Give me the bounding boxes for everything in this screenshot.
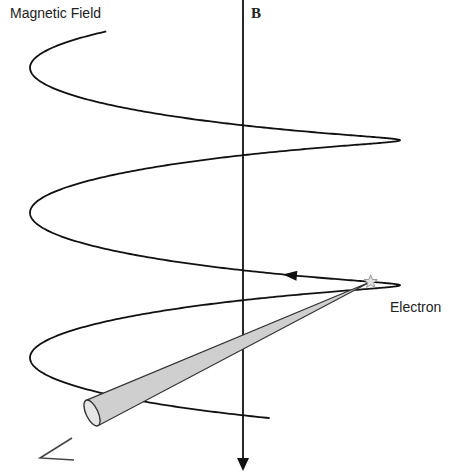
field-symbol: B: [251, 5, 261, 22]
radiation-cone: [86, 282, 371, 426]
motion-arrowhead: [283, 271, 297, 281]
field-arrowhead: [237, 458, 249, 471]
particle-label: Electron: [390, 300, 441, 315]
field-caption: Magnetic Field: [10, 6, 101, 21]
cone-base: [81, 398, 104, 428]
observer-symbol: [40, 438, 74, 460]
electron-marker: [364, 275, 377, 288]
field-line: [242, 0, 244, 460]
cone-group: [81, 275, 378, 428]
